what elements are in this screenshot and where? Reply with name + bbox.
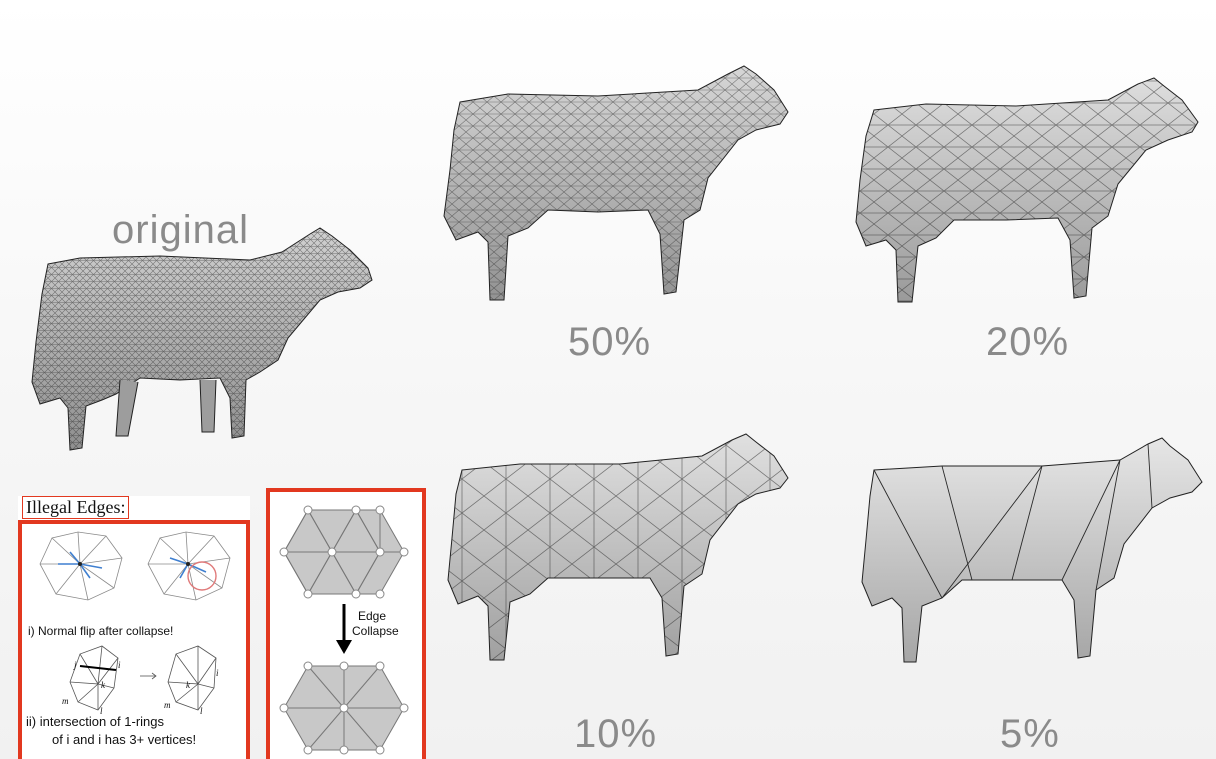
cow-20-mesh	[846, 70, 1206, 308]
label-20: 20%	[986, 320, 1069, 365]
cow-10-mesh	[440, 428, 790, 668]
vertex-label: i	[216, 668, 219, 678]
cow-original-mesh	[20, 222, 380, 458]
edge-collapse-label-line2: Collapse	[352, 624, 399, 638]
caption-one-ring-line2: of i and i has 3+ vertices!	[52, 732, 196, 747]
vertex-label: k	[186, 680, 191, 690]
caption-normal-flip: i) Normal flip after collapse!	[28, 624, 173, 638]
vertex-label: i	[118, 660, 121, 670]
label-50: 50%	[568, 320, 651, 365]
caption-one-ring-line1: ii) intersection of 1-rings	[26, 714, 164, 729]
label-10: 10%	[574, 712, 657, 757]
cow-5-mesh	[852, 430, 1208, 668]
vertex-label: k	[101, 680, 106, 690]
vertex-label: m	[164, 700, 171, 710]
edge-collapse-diagram: Edge Collapse	[272, 500, 420, 759]
illegal-edges-heading: Illegal Edges:	[22, 496, 129, 519]
cow-50-mesh	[438, 60, 794, 306]
normal-flip-diagram	[30, 528, 242, 608]
vertex-label: m	[62, 696, 69, 706]
vertex-label: j	[73, 660, 77, 670]
one-ring-intersection-diagram: j i k m l k m l i	[58, 642, 238, 714]
edge-collapse-label-line1: Edge	[358, 609, 386, 623]
vertex-label: l	[200, 706, 203, 714]
illegal-edges-panel: Illegal Edges: i) Normal flip after coll…	[18, 496, 250, 759]
vertex-label: l	[100, 706, 103, 714]
label-5: 5%	[1000, 712, 1060, 757]
